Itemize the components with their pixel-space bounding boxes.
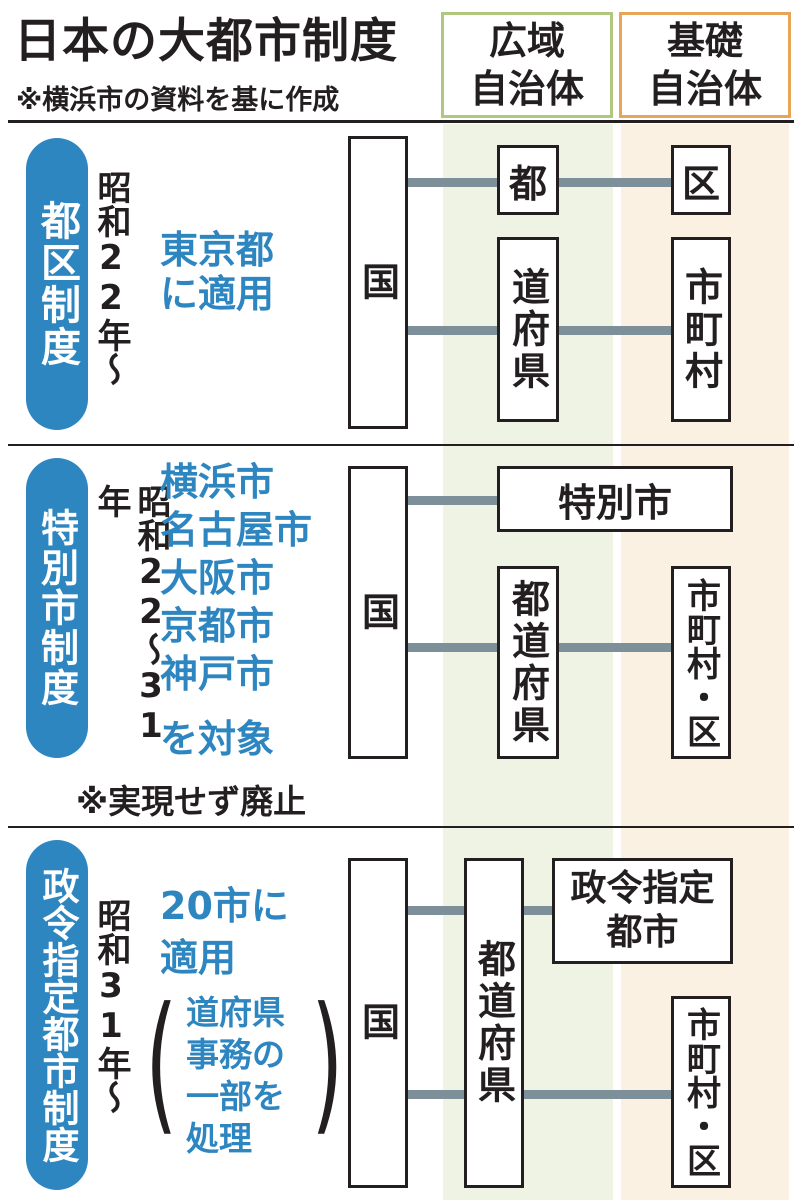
- section-era: 昭和22年〜: [91, 170, 131, 386]
- right-parenthesis: ): [311, 976, 344, 1150]
- node-metropolis: 都: [497, 145, 559, 215]
- node-country: 国: [348, 858, 408, 1188]
- node-municipality-ward: 市町村・区: [671, 996, 731, 1188]
- column-header-wide-area: 広域 自治体: [441, 12, 613, 118]
- node-municipality-ward: 市町村・区: [671, 566, 731, 759]
- source-note: ※横浜市の資料を基に作成: [16, 85, 340, 116]
- connector-line: [557, 178, 673, 187]
- connector-line: [406, 1090, 466, 1099]
- connector-line: [557, 643, 673, 652]
- parenthetical-note: 道府県 事務の 一部を 処理: [186, 993, 285, 1158]
- connector-line: [406, 326, 498, 335]
- left-parenthesis: (: [145, 976, 178, 1150]
- section-description-tail: を対象: [160, 717, 275, 761]
- node-prefecture: 都道府県: [464, 858, 524, 1188]
- section-divider: [8, 826, 794, 828]
- column-header-basic: 基礎 自治体: [619, 12, 791, 118]
- node-municipality: 市町村: [671, 237, 731, 422]
- section-description: 20市に 適用: [160, 884, 289, 980]
- node-special-city: 特別市: [497, 466, 733, 532]
- node-designated-city: 政令指定 都市: [552, 858, 733, 964]
- header-divider: [8, 120, 794, 123]
- node-prefecture: 道府県: [497, 237, 559, 422]
- section-era: 昭和22〜31年: [91, 484, 171, 746]
- page-title: 日本の大都市制度: [14, 14, 398, 69]
- node-ward: 区: [671, 145, 731, 215]
- section-divider: [8, 444, 794, 446]
- footnote-abolished: ※実現せず廃止: [76, 782, 307, 821]
- section-description: 横浜市 名古屋市 大阪市 京都市 神戸市: [160, 460, 313, 696]
- connector-line: [406, 643, 498, 652]
- connector-line: [406, 178, 498, 187]
- connector-line: [522, 1090, 673, 1099]
- section-label-designated-city-system: 政令指定都市制度: [26, 840, 88, 1190]
- section-description: 東京都 に適用: [160, 228, 275, 316]
- section-label-special-city-system: 特別市制度: [26, 458, 88, 758]
- node-country: 国: [348, 466, 408, 759]
- section-era: 昭和31年〜: [91, 898, 131, 1114]
- section-label-ward-system: 都区制度: [26, 138, 88, 430]
- node-country: 国: [348, 136, 408, 429]
- connector-line: [557, 326, 673, 335]
- connector-line: [522, 906, 554, 915]
- connector-line: [406, 906, 466, 915]
- connector-line: [406, 496, 498, 505]
- node-prefecture: 都道府県: [497, 566, 559, 759]
